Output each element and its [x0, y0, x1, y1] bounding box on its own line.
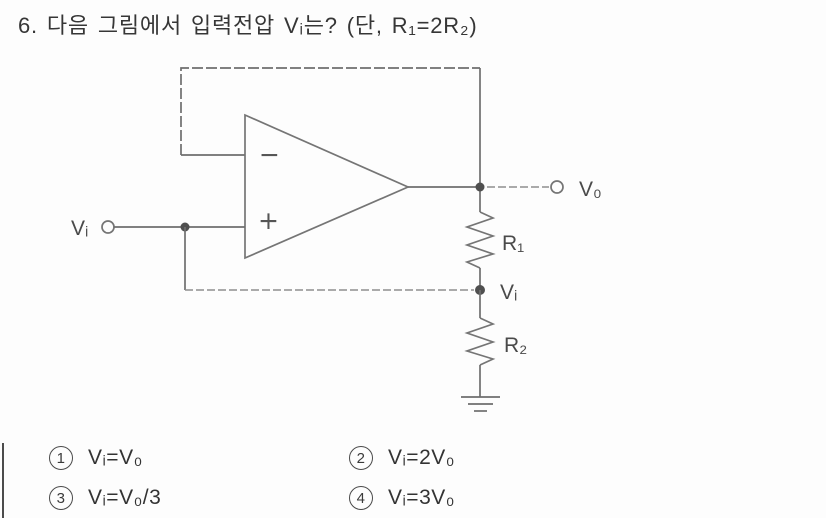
- feedback-wire: [180, 67, 480, 155]
- choice-4-number: 4: [349, 486, 373, 510]
- choice-4: 4 Vᵢ=3V₀: [349, 486, 455, 510]
- ground-icon: [461, 396, 500, 412]
- output-node: [475, 182, 485, 192]
- resistor-r1-label: R₁: [502, 232, 524, 255]
- opamp-triangle: [244, 113, 411, 260]
- choice-1-label: Vᵢ=V₀: [88, 446, 143, 469]
- opamp-inverting-sign: −: [259, 140, 280, 169]
- choice-4-label: Vᵢ=3V₀: [388, 486, 455, 509]
- choice-3-label: Vᵢ=V₀/3: [88, 486, 162, 509]
- output-voltage-label: V₀: [579, 178, 602, 201]
- left-margin-rule: [2, 443, 4, 518]
- choice-2: 2 Vᵢ=2V₀: [349, 446, 455, 470]
- choice-2-label: Vᵢ=2V₀: [388, 446, 455, 469]
- resistor-r2: [464, 317, 496, 366]
- output-terminal-icon: [550, 180, 564, 194]
- opamp-noninverting-sign: +: [258, 206, 279, 235]
- resistor-r2-label: R₂: [504, 334, 527, 357]
- input-voltage-label: Vᵢ: [71, 217, 88, 240]
- choice-3-number: 3: [49, 486, 73, 510]
- question-title: 6. 다음 그림에서 입력전압 Vᵢ는? (단, R₁=2R₂): [18, 13, 478, 38]
- circuit-diagram: − + Vᵢ V₀ R₁ Vᵢ R₂: [71, 67, 602, 412]
- choice-1: 1 Vᵢ=V₀: [49, 446, 143, 470]
- resistor-r1: [464, 211, 496, 269]
- choice-2-number: 2: [349, 446, 373, 470]
- choice-1-number: 1: [49, 446, 73, 470]
- choice-3: 3 Vᵢ=V₀/3: [49, 486, 161, 510]
- input-terminal-icon: [101, 220, 115, 234]
- divider-node-label: Vᵢ: [500, 281, 517, 304]
